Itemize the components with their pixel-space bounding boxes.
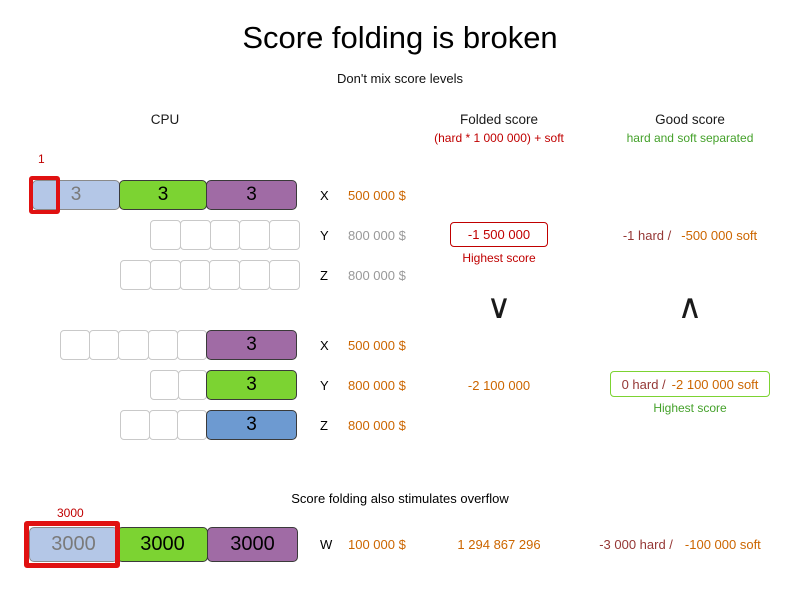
overload-highlight-frame-3000 [24, 521, 120, 568]
empty-slot [179, 220, 211, 250]
task-block-lightblue-3000: 3000 [29, 527, 118, 562]
empty-slot [178, 370, 207, 400]
good-score-pair-w: -3 000 hard / -100 000 soft [575, 537, 785, 552]
good-score-hard: -1 hard / [622, 228, 672, 243]
empty-slot [209, 220, 241, 250]
overload-highlight-frame [29, 176, 60, 214]
row-label-x2: X [320, 338, 329, 353]
column-header-good-score: Good score [655, 112, 725, 127]
row-label-z2: Z [320, 418, 328, 433]
folded-highest-score-note: Highest score [462, 251, 536, 265]
empty-slot [60, 330, 91, 360]
empty-slot [120, 410, 150, 440]
cost-y2: 800 000 $ [348, 378, 406, 393]
row-label-y: Y [320, 228, 329, 243]
machine-y-empty-bar [150, 220, 300, 250]
task-block-purple: 3 [206, 330, 297, 360]
good-score-box: 0 hard / -2 100 000 soft [610, 371, 770, 397]
task-block-purple-3000: 3000 [207, 527, 298, 562]
folded-score-value-2: -2 100 000 [467, 378, 531, 393]
empty-slot [120, 260, 151, 290]
folded-score-overflow: 1 294 867 296 [457, 537, 541, 552]
folded-score-value: -1 500 000 [467, 227, 531, 242]
task-block-green-3000: 3000 [117, 527, 208, 562]
empty-slot [148, 410, 179, 440]
cost-x: 500 000 $ [348, 188, 406, 203]
empty-slot [150, 370, 179, 400]
row-label-z: Z [320, 268, 328, 283]
overflow-caption: Score folding also stimulates overflow [291, 491, 509, 506]
good-highest-score-note: Highest score [653, 401, 727, 415]
folded-score-formula: (hard * 1 000 000) + soft [434, 131, 564, 145]
empty-slot [89, 330, 120, 360]
empty-slot [239, 260, 271, 290]
good-score-hard-2: 0 hard / [621, 376, 666, 392]
machine-z-empty-bar [120, 260, 300, 290]
empty-slot [149, 260, 181, 290]
cost-y: 800 000 $ [348, 228, 406, 243]
empty-slot [147, 330, 178, 360]
task-block-green: 3 [119, 180, 207, 210]
empty-slot [177, 410, 208, 440]
task-block-green: 3 [206, 370, 297, 400]
good-score-formula: hard and soft separated [626, 131, 754, 145]
column-header-cpu: CPU [150, 112, 180, 127]
good-score-soft-w: -100 000 soft [684, 537, 761, 552]
empty-slot [118, 330, 149, 360]
good-score-soft-2: -2 100 000 soft [671, 376, 759, 392]
empty-slot [209, 260, 241, 290]
empty-slot [239, 220, 271, 250]
cost-z2: 800 000 $ [348, 418, 406, 433]
folded-score-box: -1 500 000 [450, 222, 548, 247]
row-label-w: W [320, 537, 333, 552]
empty-slot [269, 220, 300, 250]
overload-marker-3000: 3000 [57, 506, 84, 520]
cost-w: 100 000 $ [348, 537, 406, 552]
column-header-folded-score: Folded score [459, 112, 539, 127]
cost-x2: 500 000 $ [348, 338, 406, 353]
overload-marker-1: 1 [38, 152, 45, 166]
better-than-symbol: ∧ [677, 288, 703, 326]
page-title: Score folding is broken [242, 20, 558, 55]
empty-slot [150, 220, 181, 250]
task-block-blue: 3 [206, 410, 297, 440]
cost-z: 800 000 $ [348, 268, 406, 283]
machine-z2-empty-bar [120, 410, 208, 440]
machine-y2-empty-bar [150, 370, 207, 400]
empty-slot [176, 330, 208, 360]
good-score-pair: -1 hard / -500 000 soft [595, 228, 785, 243]
task-block-lightblue: 3 [32, 180, 120, 210]
empty-slot [269, 260, 300, 290]
good-score-hard-w: -3 000 hard / [599, 537, 673, 552]
good-score-soft: -500 000 soft [681, 228, 758, 243]
task-block-purple: 3 [206, 180, 297, 210]
worse-than-symbol: ∨ [486, 288, 512, 326]
row-label-x: X [320, 188, 329, 203]
machine-x2-empty-bar [60, 330, 208, 360]
row-label-y2: Y [320, 378, 329, 393]
page-subtitle: Don't mix score levels [336, 71, 464, 86]
empty-slot [179, 260, 211, 290]
